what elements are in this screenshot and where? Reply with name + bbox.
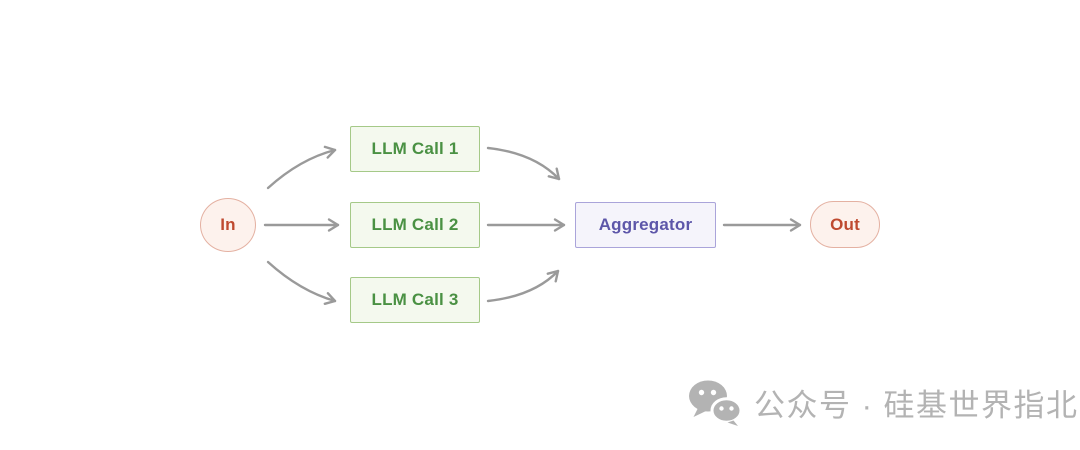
node-aggregator-label: Aggregator (598, 215, 693, 234)
node-llm-call-3-label: LLM Call 3 (371, 290, 459, 309)
node-out-label: Out (830, 214, 860, 234)
node-llm-call-1-label: LLM Call 1 (371, 139, 459, 158)
arrow-in-to-llm-call-1 (266, 145, 337, 190)
node-llm-call-2: LLM Call 2 (350, 202, 480, 248)
node-llm-call-2-label: LLM Call 2 (371, 215, 459, 234)
wechat-icon (687, 379, 743, 426)
node-in-label: In (220, 215, 236, 234)
arrow-in-to-llm-call-3 (266, 260, 337, 306)
node-in: In (200, 198, 256, 252)
arrow-llm-call-1-to-aggregator (486, 146, 561, 181)
watermark: 公众号 · 硅基世界指北 (687, 379, 1079, 426)
node-llm-call-1: LLM Call 1 (350, 126, 480, 172)
node-llm-call-3: LLM Call 3 (350, 277, 480, 323)
node-aggregator: Aggregator (575, 202, 716, 248)
watermark-text: 公众号 · 硅基世界指北 (754, 388, 1079, 423)
arrow-llm-call-3-to-aggregator (486, 269, 560, 303)
node-out: Out (810, 201, 880, 248)
